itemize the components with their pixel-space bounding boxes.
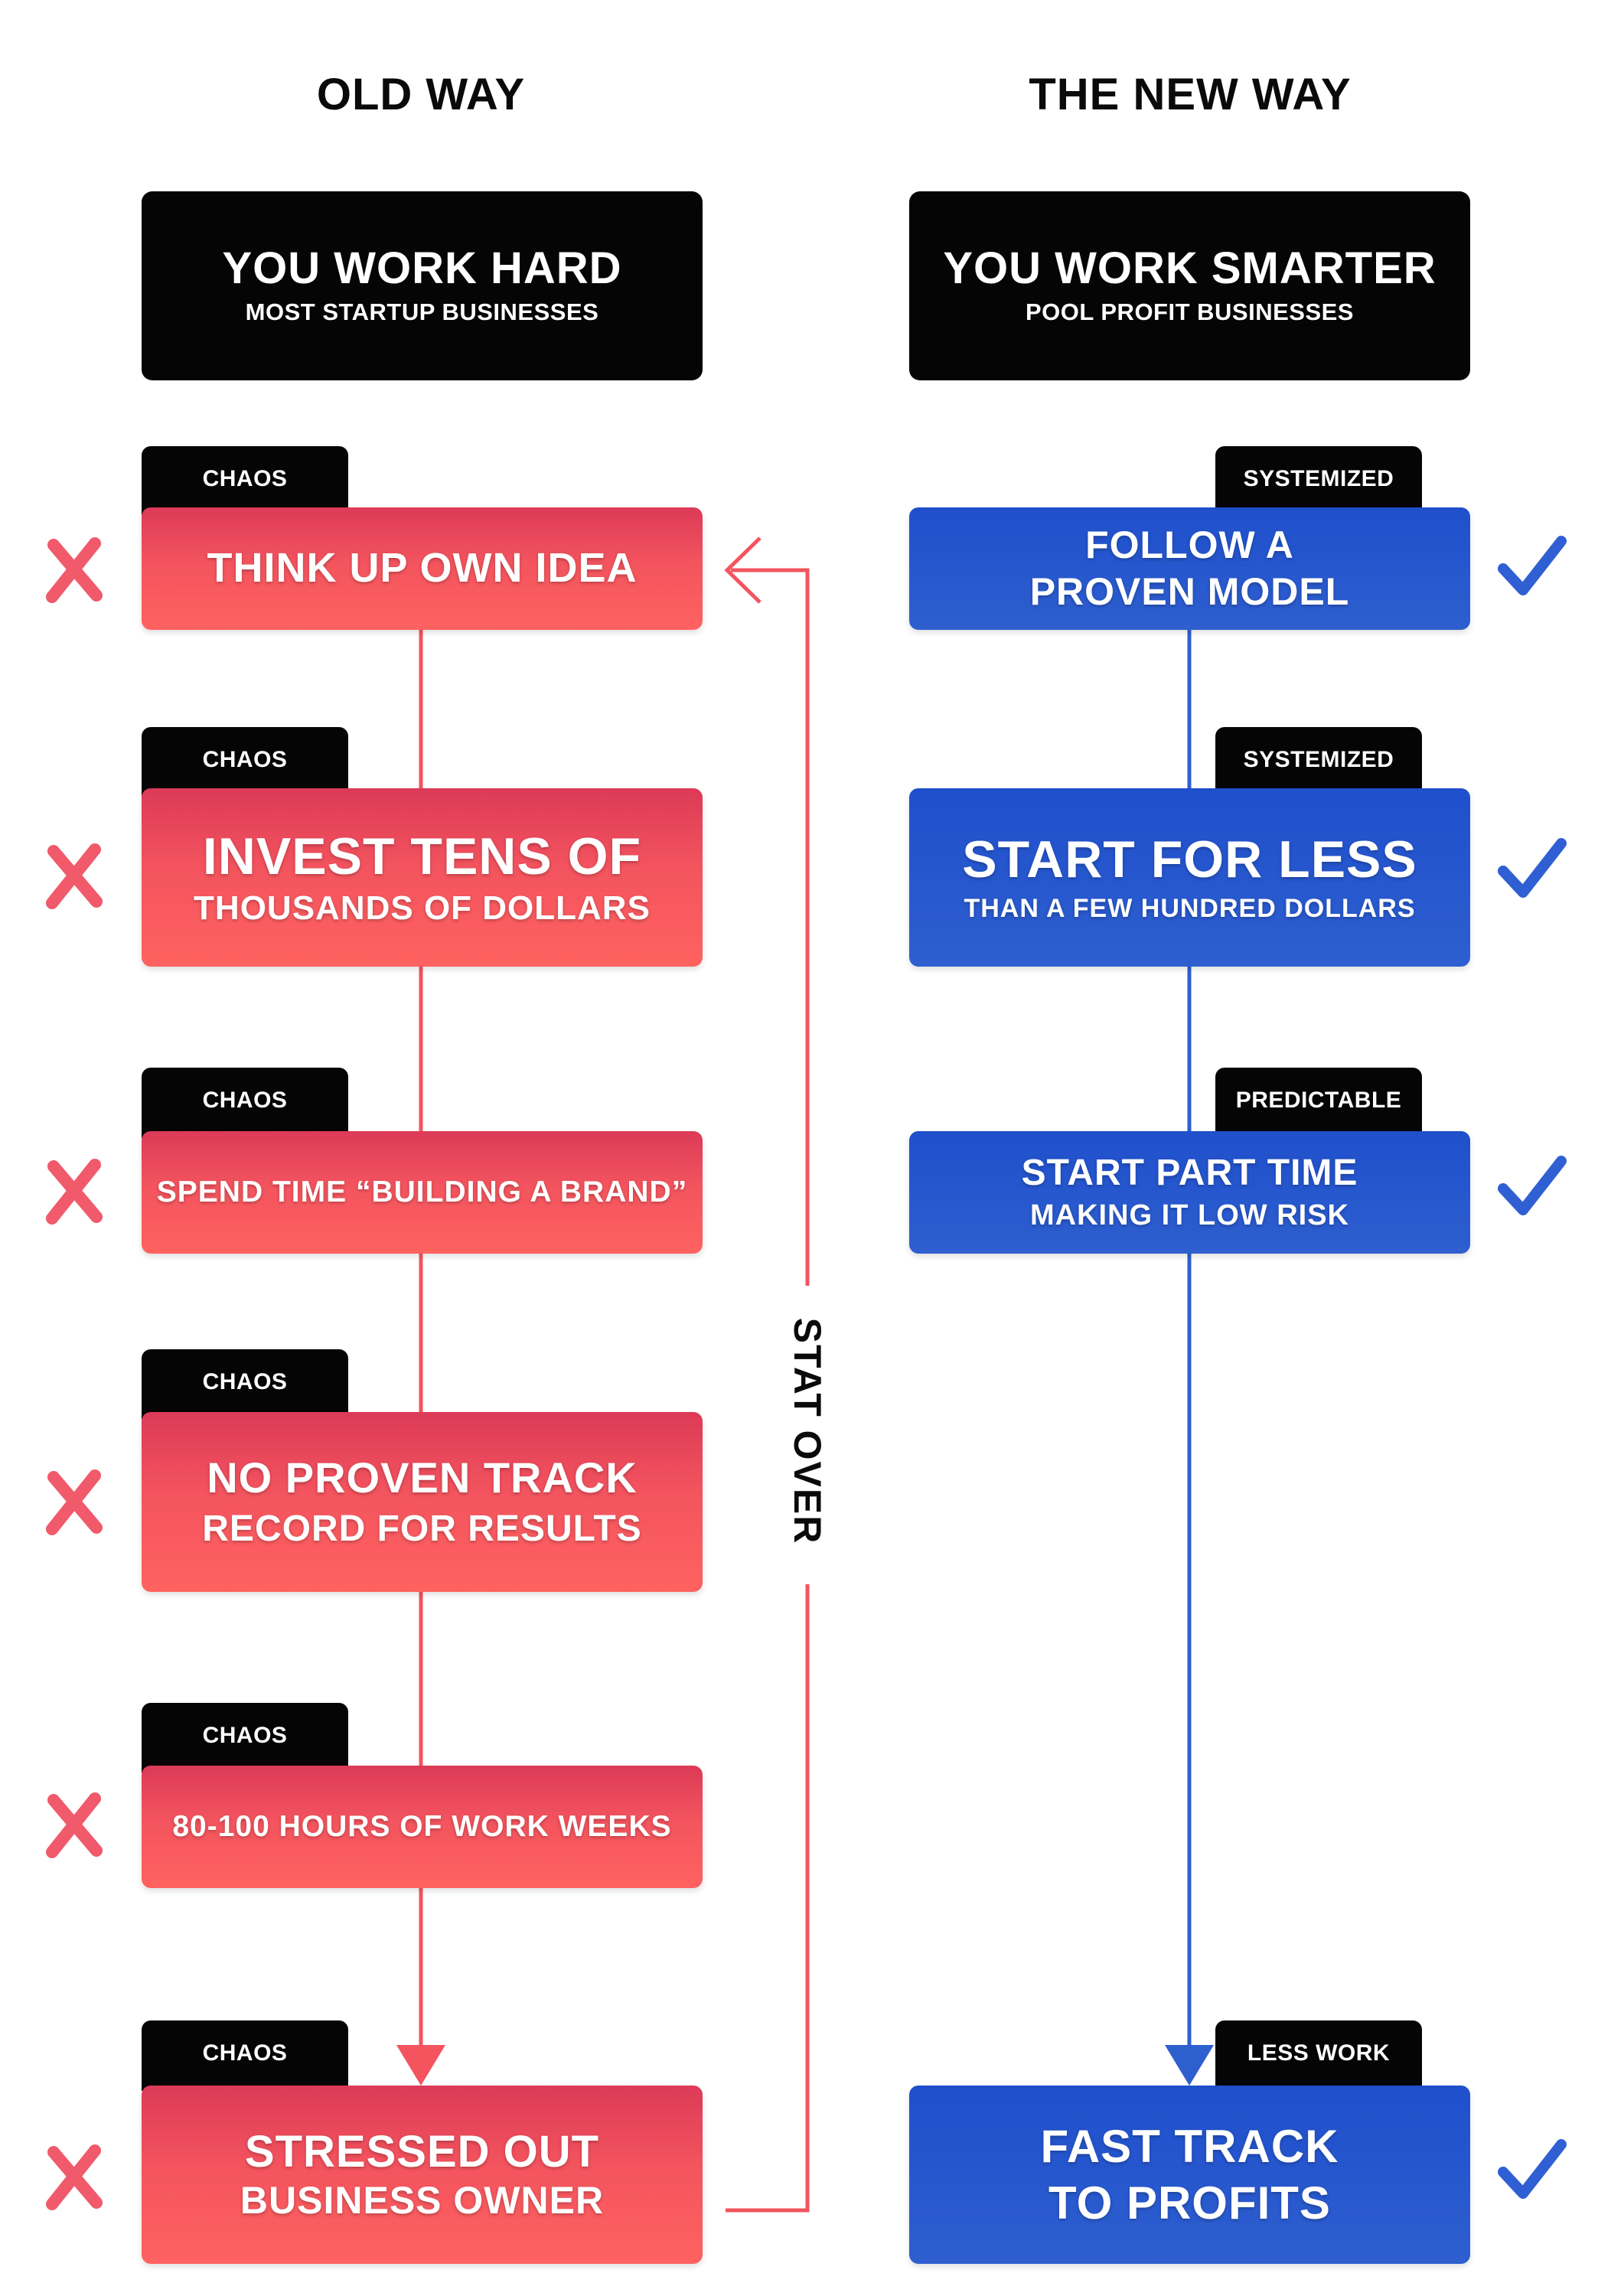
old-way-header: YOU WORK HARD MOST STARTUP BUSINESSES bbox=[142, 191, 703, 380]
old-step-4-line2: RECORD FOR RESULTS bbox=[202, 1508, 642, 1549]
new-flow-arrowhead bbox=[1165, 2045, 1214, 2086]
old-step-5-line1: 80-100 HOURS OF WORK WEEKS bbox=[172, 1809, 672, 1843]
x-mark-icon bbox=[40, 1791, 109, 1860]
new-step-1: FOLLOW A PROVEN MODEL bbox=[909, 507, 1470, 630]
old-step-2-line1: INVEST TENS OF bbox=[202, 827, 642, 885]
new-step-3-line2: MAKING IT LOW RISK bbox=[1030, 1199, 1349, 1231]
new-step-1-line1: FOLLOW A bbox=[1085, 523, 1294, 566]
new-step-4-line1: FAST TRACK bbox=[1040, 2120, 1339, 2172]
new-step-3-line1: START PART TIME bbox=[1021, 1152, 1358, 1193]
new-way-header: YOU WORK SMARTER POOL PROFIT BUSINESSES bbox=[909, 191, 1470, 380]
x-mark-icon bbox=[40, 536, 109, 605]
old-step-1-tab: CHAOS bbox=[142, 446, 348, 517]
new-header-sub: POOL PROFIT BUSINESSES bbox=[1025, 298, 1354, 325]
x-mark-icon bbox=[40, 1468, 109, 1537]
old-step-5: 80-100 HOURS OF WORK WEEKS bbox=[142, 1766, 703, 1888]
new-step-2-line2: THAN A FEW HUNDRED DOLLARS bbox=[964, 894, 1416, 924]
start-over-label: STAT OVER bbox=[786, 1317, 829, 1545]
new-step-3: START PART TIME MAKING IT LOW RISK bbox=[909, 1131, 1470, 1254]
loop-arrowhead bbox=[724, 536, 761, 604]
new-header-main: YOU WORK SMARTER bbox=[943, 243, 1437, 294]
x-mark-icon bbox=[40, 2143, 109, 2212]
old-step-6-tab: CHAOS bbox=[142, 2020, 348, 2091]
new-step-1-tab: SYSTEMIZED bbox=[1215, 446, 1422, 517]
old-step-6-line2: BUSINESS OWNER bbox=[240, 2178, 605, 2222]
x-mark-icon bbox=[40, 1157, 109, 1226]
old-step-3-line1: SPEND TIME “BUILDING A BRAND” bbox=[156, 1175, 688, 1208]
old-header-sub: MOST STARTUP BUSINESSES bbox=[245, 298, 599, 325]
old-flow-arrowhead bbox=[396, 2045, 445, 2086]
new-step-1-line2: PROVEN MODEL bbox=[1029, 570, 1350, 613]
old-step-6: STRESSED OUT BUSINESS OWNER bbox=[142, 2086, 703, 2264]
old-step-1-line1: THINK UP OWN IDEA bbox=[207, 545, 638, 592]
old-step-3: SPEND TIME “BUILDING A BRAND” bbox=[142, 1131, 703, 1254]
old-way-title: OLD WAY bbox=[316, 70, 526, 119]
new-step-2-line1: START FOR LESS bbox=[962, 830, 1417, 889]
new-step-4-line2: TO PROFITS bbox=[1048, 2177, 1331, 2229]
old-step-4: NO PROVEN TRACK RECORD FOR RESULTS bbox=[142, 1412, 703, 1592]
check-mark-icon bbox=[1492, 1152, 1569, 1221]
new-step-4-tab: LESS WORK bbox=[1215, 2020, 1422, 2091]
new-way-title: THE NEW WAY bbox=[1029, 70, 1352, 119]
old-header-main: YOU WORK HARD bbox=[222, 243, 622, 294]
new-step-2: START FOR LESS THAN A FEW HUNDRED DOLLAR… bbox=[909, 788, 1470, 967]
x-mark-icon bbox=[40, 842, 109, 911]
check-mark-icon bbox=[1492, 2135, 1569, 2204]
new-step-2-tab: SYSTEMIZED bbox=[1215, 727, 1422, 797]
old-step-2-line2: THOUSANDS OF DOLLARS bbox=[194, 889, 651, 927]
old-step-2-tab: CHAOS bbox=[142, 727, 348, 797]
old-step-5-tab: CHAOS bbox=[142, 1703, 348, 1773]
old-step-4-tab: CHAOS bbox=[142, 1349, 348, 1420]
old-step-2: INVEST TENS OF THOUSANDS OF DOLLARS bbox=[142, 788, 703, 967]
new-step-4: FAST TRACK TO PROFITS bbox=[909, 2086, 1470, 2264]
old-step-3-tab: CHAOS bbox=[142, 1068, 348, 1138]
check-mark-icon bbox=[1492, 834, 1569, 903]
check-mark-icon bbox=[1492, 532, 1569, 601]
old-step-1: THINK UP OWN IDEA bbox=[142, 507, 703, 630]
old-step-4-line1: NO PROVEN TRACK bbox=[207, 1453, 638, 1502]
old-step-6-line1: STRESSED OUT bbox=[244, 2127, 600, 2177]
new-step-3-tab: PREDICTABLE bbox=[1215, 1068, 1422, 1138]
